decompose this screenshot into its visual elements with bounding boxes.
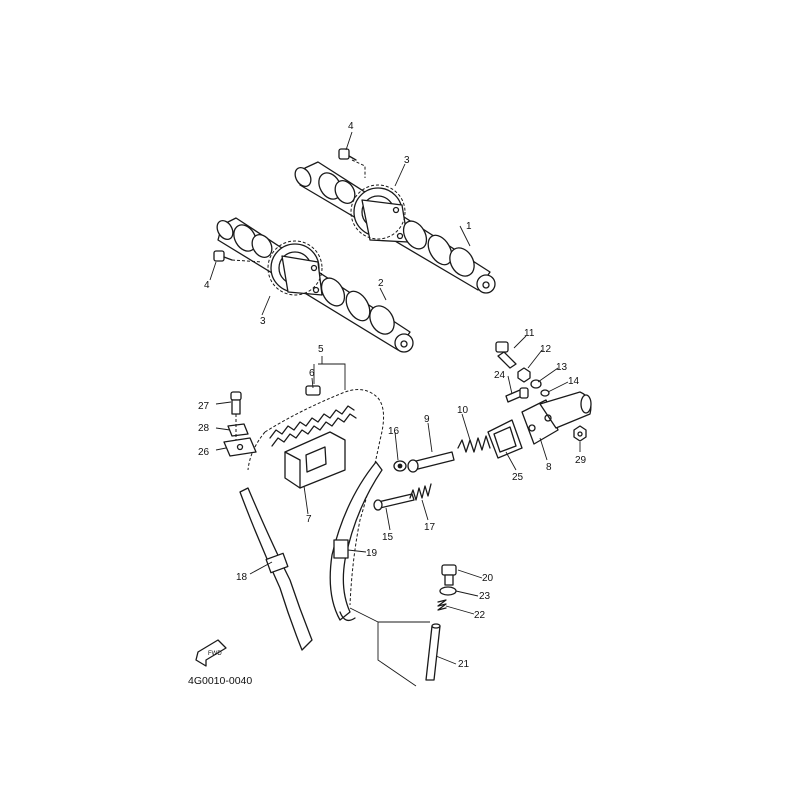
part-label-22: 22 [474, 610, 486, 621]
gasket-25 [487, 419, 523, 459]
sprocket-3-upper [350, 184, 406, 240]
part-label-23: 23 [479, 591, 491, 602]
part-label-3-upper: 3 [404, 155, 410, 166]
part-label-16: 16 [388, 426, 400, 437]
part-label-3-lower: 3 [260, 316, 266, 327]
part-label-8: 8 [546, 462, 552, 473]
washer-23 [439, 586, 457, 596]
washer-28 [227, 423, 249, 437]
diagram-code: 4G0010-0040 [188, 675, 252, 687]
tensioner-body-8 [521, 391, 592, 445]
part-label-14: 14 [568, 376, 580, 387]
bolt-11 [495, 341, 517, 369]
o-ring-14 [540, 389, 550, 397]
bolt-24 [505, 387, 529, 403]
part-label-7: 7 [306, 514, 312, 525]
part-label-25: 25 [512, 472, 524, 483]
part-label-2: 2 [378, 278, 384, 289]
rod-15 [373, 493, 415, 511]
part-label-13: 13 [556, 362, 568, 373]
chain-guide-18 [239, 487, 313, 651]
part-label-10: 10 [457, 405, 469, 416]
chain-guide-7 [284, 431, 346, 489]
bolt-4-upper [338, 148, 366, 178]
fwd-label: FWD [208, 651, 222, 657]
leader-lines [209, 131, 581, 665]
part-label-28: 28 [198, 423, 210, 434]
part-label-20: 20 [482, 573, 494, 584]
part-label-6: 6 [309, 368, 315, 379]
tensioner-rod-9 [407, 451, 455, 473]
camshaft-1 [294, 161, 496, 294]
camshaft-2 [216, 217, 414, 353]
part-label-21: 21 [458, 659, 470, 670]
damper-16 [393, 460, 407, 472]
nut-12 [517, 367, 531, 383]
part-label-15: 15 [382, 532, 394, 543]
part-label-24: 24 [494, 370, 506, 381]
part-label-12: 12 [540, 344, 552, 355]
part-label-26: 26 [198, 447, 210, 458]
part-label-19: 19 [366, 548, 378, 559]
bolt-4-lower [213, 250, 263, 263]
pin-21 [425, 623, 441, 681]
part-label-5: 5 [318, 344, 324, 355]
bolt-20 [441, 564, 457, 586]
plate-26 [223, 437, 257, 457]
bolt-27 [230, 391, 242, 415]
part-label-29: 29 [575, 455, 587, 466]
spring-22 [437, 599, 447, 611]
chain-guide-19 [329, 461, 383, 622]
part-label-11: 11 [524, 328, 535, 339]
part-label-27: 27 [198, 401, 210, 412]
part-label-4-upper: 4 [348, 121, 354, 132]
part-labels: 1 2 3 3 4 4 5 6 7 8 9 10 11 12 13 14 15 … [198, 121, 587, 670]
spring-17 [409, 483, 432, 501]
part-label-18: 18 [236, 572, 248, 583]
part-label-9: 9 [424, 414, 430, 425]
part-label-4-lower: 4 [204, 280, 210, 291]
spring-10 [457, 435, 491, 453]
part-label-1: 1 [466, 221, 472, 232]
fwd-arrow-icon [195, 639, 227, 667]
nut-29 [573, 425, 587, 442]
part-label-17: 17 [424, 522, 436, 533]
sprocket-3-lower [267, 240, 323, 296]
